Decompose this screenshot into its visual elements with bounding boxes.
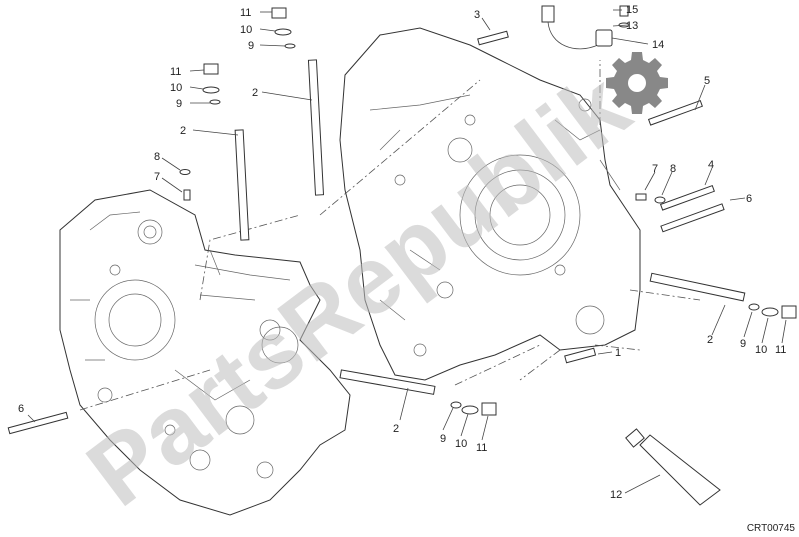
bolt-1 [564, 347, 597, 364]
callout-8: 8 [670, 163, 676, 175]
bolt-4 [659, 184, 715, 211]
bolt-5 [647, 99, 703, 126]
callout-7: 7 [652, 163, 658, 175]
callout-2: 2 [393, 423, 399, 435]
callout-1: 1 [615, 347, 621, 359]
leader-lines [27, 9, 787, 494]
callout-5: 5 [704, 75, 710, 87]
callout-11: 11 [476, 442, 487, 454]
stud-2d [339, 369, 436, 395]
gear-icon [606, 52, 668, 114]
callout-9: 9 [740, 338, 746, 350]
callout-3: 3 [474, 9, 480, 21]
nut-washer-stack-right [748, 303, 797, 319]
callout-9: 9 [176, 98, 182, 110]
callout-10: 10 [240, 24, 252, 36]
nut-washer-stack-top-center [271, 7, 296, 49]
nut-washer-stack-bottom [450, 401, 497, 416]
o-ring-8b [654, 196, 666, 204]
callout-12: 12 [610, 489, 622, 501]
callout-13: 13 [626, 20, 638, 32]
callout-11: 11 [775, 344, 786, 356]
dowel-pin-7b [635, 193, 647, 201]
callout-8: 8 [154, 151, 160, 163]
bolt-6-left [7, 411, 69, 435]
callout-14: 14 [652, 39, 664, 51]
callout-15: 15 [626, 4, 638, 16]
stud-2c [649, 272, 746, 302]
callout-11: 11 [240, 7, 251, 19]
callout-11: 11 [170, 66, 181, 78]
callout-labels: 11 10 9 11 10 9 2 2 3 8 7 15 13 14 5 7 8… [18, 4, 786, 501]
o-ring-8a [179, 169, 191, 175]
bolt-6-right [660, 203, 725, 233]
callout-6: 6 [746, 193, 752, 205]
callout-2: 2 [252, 87, 258, 99]
callout-6: 6 [18, 403, 24, 415]
callout-10: 10 [455, 438, 467, 450]
right-crankcase-half [339, 27, 641, 381]
nut-washer-stack-top-left [202, 63, 221, 105]
grease-tube-12 [625, 428, 721, 506]
sensor-assembly [541, 5, 630, 50]
dowel-pin-7a [183, 189, 191, 201]
callout-4: 4 [708, 159, 714, 171]
callout-7: 7 [154, 171, 160, 183]
stud-2a [234, 129, 250, 241]
callout-2: 2 [180, 125, 186, 137]
callout-9: 9 [440, 433, 446, 445]
callout-2: 2 [707, 334, 713, 346]
assembly-lines [79, 60, 701, 411]
left-crankcase-half [59, 189, 351, 516]
callout-10: 10 [170, 82, 182, 94]
diagram-code: CRT00745 [747, 523, 796, 534]
callout-10: 10 [755, 344, 767, 356]
callout-9: 9 [248, 40, 254, 52]
stud-2b [307, 59, 325, 196]
bolt-3 [477, 30, 509, 46]
